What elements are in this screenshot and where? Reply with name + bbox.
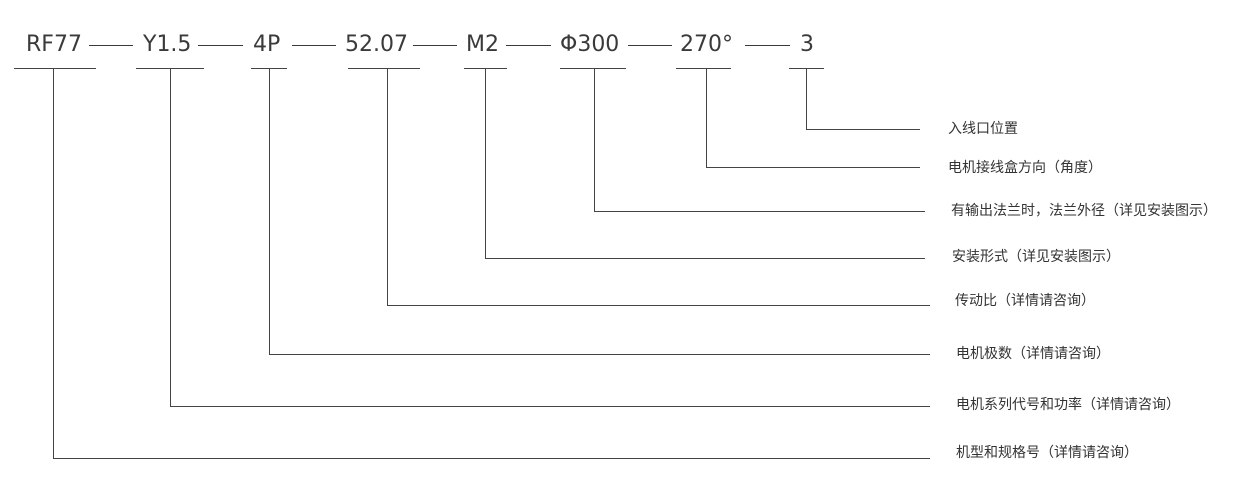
leader-horizontal [170,406,930,407]
code-part-cable-entry: 3 [800,32,814,57]
leader-vertical [269,68,270,354]
leader-vertical [387,68,388,305]
leader-vertical [594,68,595,211]
leader-vertical [485,68,486,258]
label-cable-entry-position: 入线口位置 [948,121,1018,137]
leader-horizontal [706,167,920,168]
code-part-mounting: M2 [466,32,499,57]
label-ratio: 传动比（详情请咨询） [955,293,1095,309]
code-part-motor: Y1.5 [143,32,192,57]
underline-flange [560,68,626,69]
leader-vertical [706,68,707,167]
separator-dash [89,45,133,46]
label-terminal-box-direction: 电机接线盒方向（角度） [948,160,1102,176]
leader-horizontal [485,258,925,259]
leader-horizontal [387,305,930,306]
separator-dash [292,45,336,46]
separator-dash [506,45,551,46]
label-motor-series-power: 电机系列代号和功率（详情请咨询） [956,397,1180,413]
label-mounting-type: 安装形式（详见安装图示） [952,249,1120,265]
leader-vertical [170,68,171,406]
underline-model [14,68,96,69]
code-part-model: RF77 [26,32,82,57]
separator-dash [745,45,790,46]
label-model-size: 机型和规格号（详情请咨询） [956,445,1138,461]
leader-horizontal [594,211,925,212]
separator-dash [413,45,457,46]
leader-vertical [53,68,54,458]
leader-horizontal [53,458,930,459]
underline-ratio [348,68,420,69]
leader-horizontal [269,354,930,355]
code-part-flange: Φ300 [560,32,620,57]
separator-dash [628,45,672,46]
code-part-poles: 4P [253,32,281,57]
leader-vertical [806,68,807,129]
separator-dash [198,45,243,46]
label-flange-diameter: 有输出法兰时，法兰外径（详见安装图示） [951,203,1217,219]
code-part-angle: 270° [680,32,733,57]
label-motor-poles: 电机极数（详情请咨询） [956,346,1110,362]
underline-angle [676,68,731,69]
leader-horizontal [806,129,920,130]
code-part-ratio: 52.07 [345,32,408,57]
